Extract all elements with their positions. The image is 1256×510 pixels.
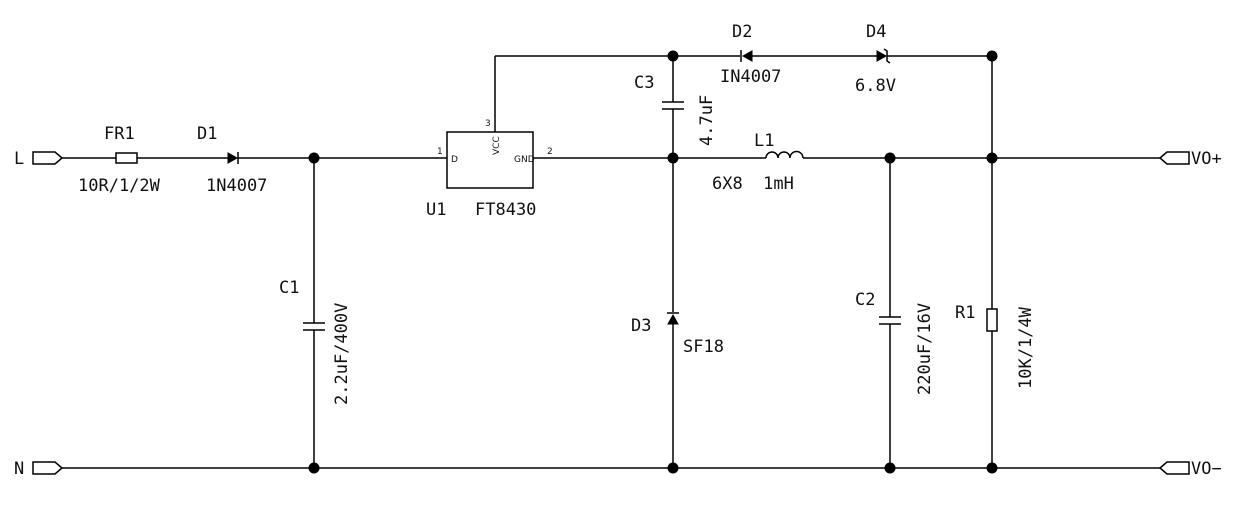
capacitor-c1: C1 2.2uF/400V: [279, 278, 352, 405]
diode-d2: D2 IN4007: [720, 22, 781, 87]
diode-d1: D1 1N4007: [197, 124, 267, 196]
c2-ref: C2: [855, 290, 875, 310]
u1-pin2-number: 2: [547, 147, 553, 157]
r1-body: [986, 308, 998, 332]
port-vo-minus-label: VO−: [1191, 459, 1222, 479]
d1-value: 1N4007: [206, 176, 267, 196]
d2-value: IN4007: [720, 67, 781, 87]
port-l: L: [14, 149, 64, 169]
port-n-label: N: [14, 459, 24, 479]
u1-pin-d-label: D: [451, 155, 458, 165]
u1-pin-gnd-label: GND: [514, 155, 535, 165]
fr1-ref: FR1: [104, 124, 135, 144]
port-vo-plus: VO+: [1158, 149, 1222, 169]
port-vo-minus: VO−: [1158, 459, 1222, 479]
junction-dot: [986, 50, 998, 62]
l1-coil: [765, 150, 804, 159]
d4-body: [876, 50, 888, 62]
c1-ref: C1: [279, 278, 299, 298]
junction-dot: [667, 152, 679, 164]
junction-dot: [667, 462, 679, 474]
port-vo-minus-symbol: [1158, 461, 1190, 475]
r1-ref: R1: [955, 303, 975, 323]
port-vo-plus-symbol: [1158, 151, 1190, 165]
l1-ref: L1: [754, 131, 774, 151]
d2-body: [741, 50, 753, 62]
inductor-l1: L1 6X8 1mH: [712, 131, 804, 194]
port-l-label: L: [14, 149, 24, 169]
port-n: N: [14, 459, 64, 479]
c2-value: 220uF/16V: [915, 303, 935, 395]
c3-ref: C3: [634, 73, 654, 93]
r1-value: 10K/1/4W: [1016, 306, 1036, 389]
junction-dot: [884, 462, 896, 474]
d4-ref: D4: [866, 22, 886, 42]
u1-body: [446, 131, 534, 189]
junction-dot: [986, 152, 998, 164]
junctions: [308, 50, 998, 474]
d1-ref: D1: [197, 124, 217, 144]
junction-dot: [308, 152, 320, 164]
zener-diode-d4: D4 6.8V: [855, 22, 896, 96]
junction-dot: [884, 152, 896, 164]
u1-pin3-number: 3: [485, 119, 491, 129]
c1-value: 2.2uF/400V: [332, 303, 352, 405]
d3-body: [667, 313, 679, 325]
junction-dot: [308, 462, 320, 474]
port-l-symbol: [32, 151, 64, 165]
port-vo-plus-label: VO+: [1191, 149, 1222, 169]
ic-u1: D GND VCC 1 2 3 U1 FT8430: [426, 119, 553, 220]
d2-ref: D2: [732, 22, 752, 42]
fr1-value: 10R/1/2W: [78, 176, 161, 196]
port-n-symbol: [32, 461, 64, 475]
d3-ref: D3: [631, 316, 651, 336]
d4-value: 6.8V: [855, 76, 896, 96]
resistor-r1: R1 10K/1/4W: [955, 303, 1036, 389]
u1-pin1-number: 1: [437, 147, 443, 157]
fuse-resistor-fr1: FR1 10R/1/2W: [78, 124, 161, 196]
c3-value: 4.7uF: [697, 95, 717, 146]
u1-pin-vcc-label: VCC: [492, 136, 502, 155]
diode-d3: D3 SF18: [631, 312, 724, 357]
d3-value: SF18: [683, 337, 724, 357]
junction-dot: [986, 462, 998, 474]
d4-cathode: [883, 48, 891, 64]
u1-value: FT8430: [475, 200, 536, 220]
junction-dot: [667, 50, 679, 62]
capacitor-c2: C2 220uF/16V: [855, 290, 935, 395]
d1-body: [227, 152, 239, 164]
u1-ref: U1: [426, 200, 446, 220]
fr1-body: [115, 152, 138, 164]
capacitor-c3: C3 4.7uF: [634, 73, 717, 146]
l1-value: 6X8 1mH: [712, 174, 794, 194]
wires: [62, 55, 1160, 469]
